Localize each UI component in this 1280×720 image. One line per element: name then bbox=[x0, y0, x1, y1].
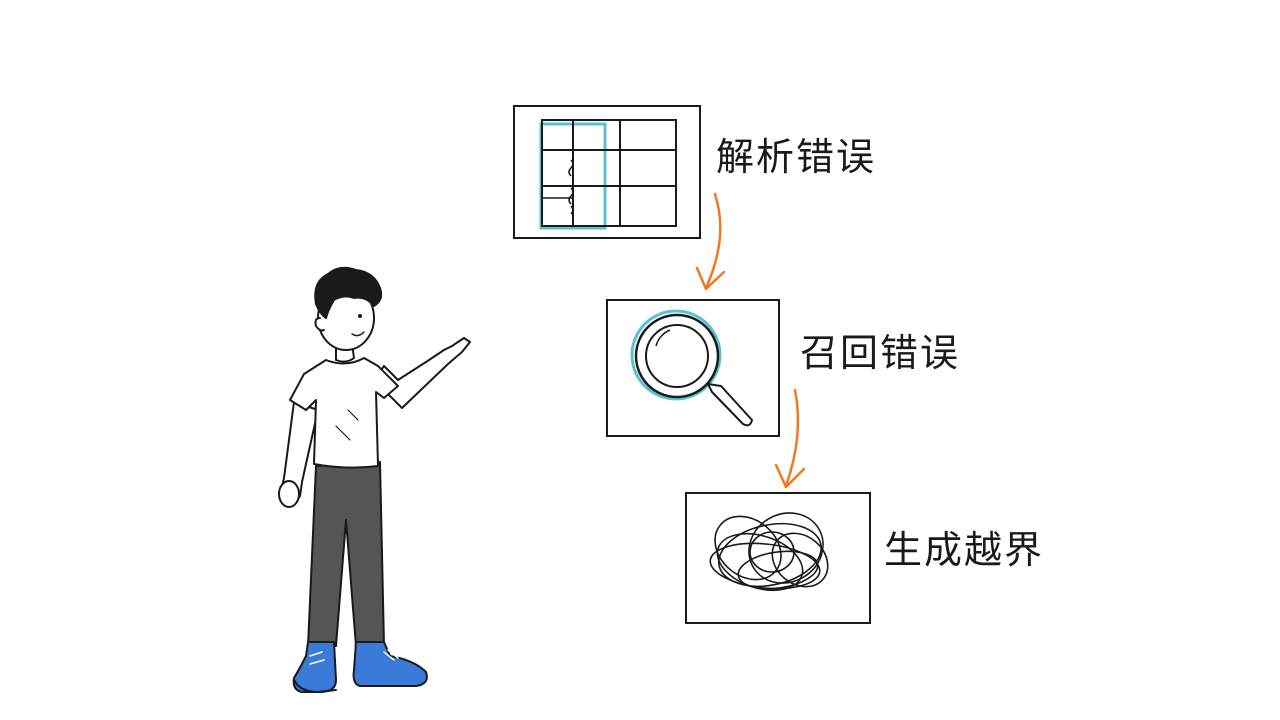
t-shirt bbox=[289, 357, 399, 469]
panel-parse-error bbox=[513, 105, 701, 239]
panel-frame bbox=[685, 492, 871, 624]
step-label-parse-error: 解析错误 bbox=[716, 135, 877, 179]
magnifier-icon bbox=[630, 309, 753, 427]
step-label-generation-overflow: 生成越界 bbox=[884, 528, 1045, 572]
ear bbox=[314, 317, 325, 332]
left-shoe bbox=[292, 641, 337, 693]
panel-frame bbox=[513, 105, 701, 239]
person-illustration bbox=[278, 266, 471, 693]
flow-arrow bbox=[784, 388, 800, 488]
scribble-loop bbox=[748, 512, 824, 584]
table-outline bbox=[541, 119, 677, 227]
hair bbox=[314, 266, 383, 319]
arrow-head bbox=[695, 266, 726, 291]
panel-recall-error bbox=[606, 299, 780, 437]
error-squiggle bbox=[568, 159, 574, 215]
step-label-recall-error: 召回错误 bbox=[800, 331, 961, 375]
scribble-icon bbox=[709, 512, 829, 592]
table-icon bbox=[539, 119, 677, 230]
flow-arrow bbox=[704, 192, 722, 290]
right-shoe bbox=[352, 641, 428, 687]
lens-inner bbox=[645, 324, 709, 388]
lens-highlight bbox=[630, 309, 722, 401]
panel-frame bbox=[606, 299, 780, 437]
handle bbox=[707, 383, 753, 427]
arrow-head bbox=[774, 463, 806, 489]
pants bbox=[307, 461, 385, 647]
left-shoe-laces bbox=[309, 651, 325, 665]
lens-outer bbox=[634, 313, 720, 399]
eye bbox=[358, 314, 362, 318]
right-shoe-laces bbox=[383, 649, 399, 661]
lens-glint bbox=[655, 329, 671, 347]
left-shoe-sole bbox=[293, 679, 337, 693]
scribble-loop bbox=[737, 550, 819, 590]
mouth bbox=[351, 331, 365, 337]
shirt-fold bbox=[335, 409, 359, 441]
panel-generation-overflow bbox=[685, 492, 871, 624]
left-hand bbox=[278, 480, 300, 508]
pointing-arm bbox=[373, 337, 471, 409]
scribble-loop bbox=[749, 531, 795, 573]
